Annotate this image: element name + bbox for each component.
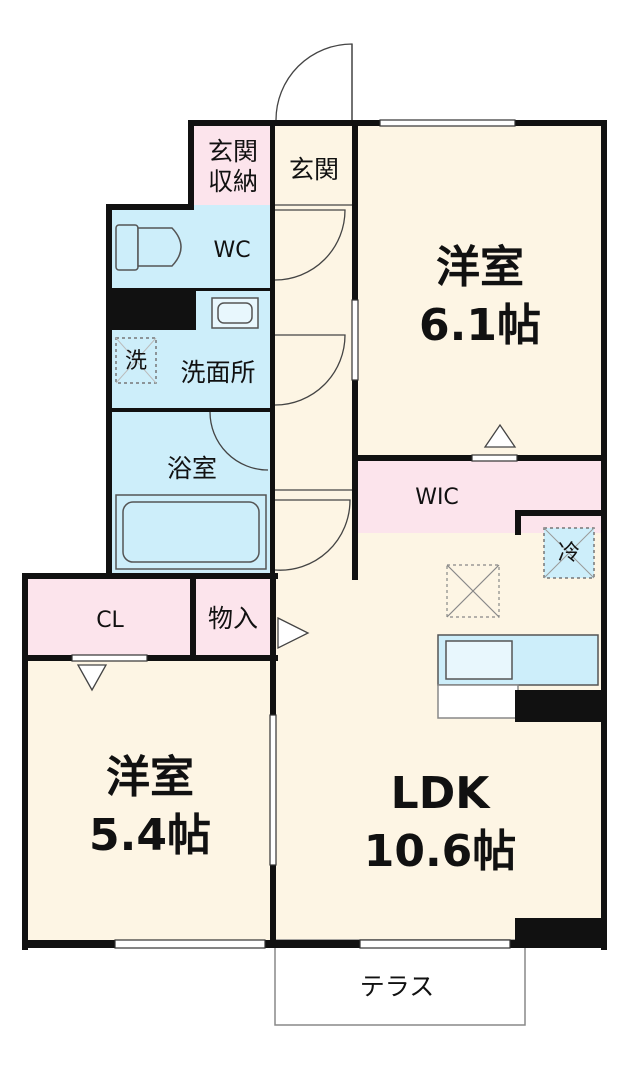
western-room-2-floor [28,660,275,940]
hatch-icon [446,564,500,618]
storage-label: 物入 [208,604,258,633]
western-room-1-floor [355,125,603,458]
entrance-floor [275,125,355,458]
bath-label: 浴室 [167,454,217,483]
ldk-size: 10.6帖 [364,826,517,877]
entrance-storage-label-2: 収納 [208,167,258,196]
entrance-storage-label-1: 玄関 [208,137,258,166]
wic-floor [355,458,603,533]
wc-label: WC [213,238,250,263]
terrace-label: テラス [360,972,435,1001]
fridge-label: 冷 [558,541,580,566]
cl-floor [28,578,192,658]
ldk-name: LDK [391,768,492,819]
western-room-1-size: 6.1帖 [419,300,541,351]
washroom-label: 洗面所 [180,358,255,387]
fridge-space-icon [543,527,595,579]
kitchen-counter-icon [437,634,599,719]
washbasin-icon [211,297,259,329]
washer-space-icon [115,337,157,384]
storage-floor [192,578,272,658]
washer-label: 洗 [125,349,147,374]
western-room-2-size: 5.4帖 [89,810,211,861]
entrance-label: 玄関 [289,155,339,184]
western-room-1-name: 洋室 [436,242,524,293]
wic-label: WIC [415,485,459,510]
entrance-storage-floor [192,125,272,205]
terrace-floor [274,939,526,1026]
doors [76,43,517,692]
cl-label: CL [96,608,124,633]
toilet-icon [115,224,182,271]
bathtub-icon [115,494,267,570]
western-room-2-name: 洋室 [106,752,194,803]
windows [71,119,518,949]
